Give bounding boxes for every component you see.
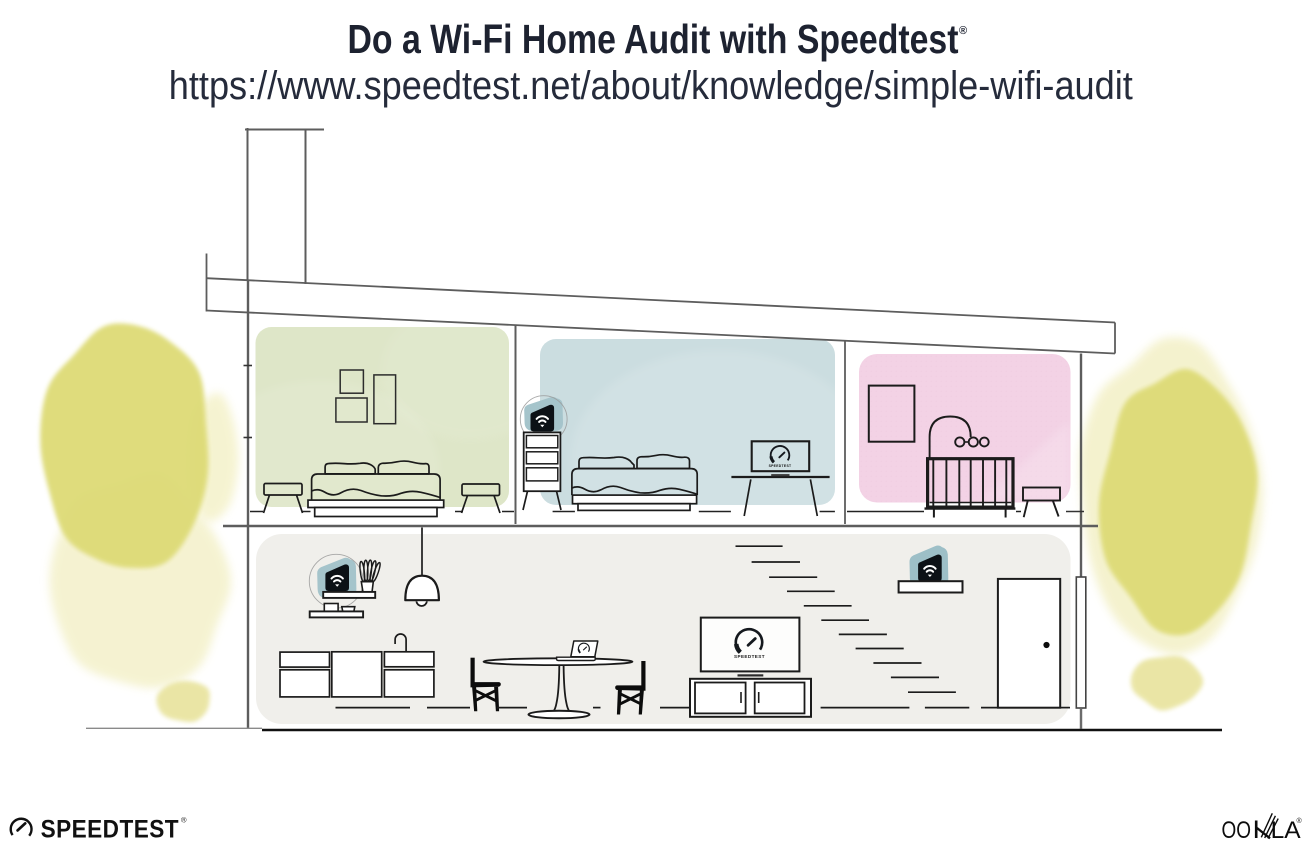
svg-text:SPEEDTEST: SPEEDTEST [769, 464, 792, 468]
svg-text:OO: OO [1222, 817, 1252, 844]
svg-text:®: ® [181, 816, 187, 825]
svg-text:https://www.speedtest.net/abou: https://www.speedtest.net/about/knowledg… [169, 64, 1133, 108]
svg-text:LA: LA [1271, 817, 1301, 844]
svg-text:SPEEDTEST: SPEEDTEST [41, 816, 179, 843]
svg-text:SPEEDTEST: SPEEDTEST [734, 654, 765, 659]
svg-text:®: ® [1297, 817, 1303, 825]
svg-text:Do a Wi-Fi Home Audit with Spe: Do a Wi-Fi Home Audit with Speedtest [348, 16, 959, 62]
svg-text:®: ® [959, 25, 967, 37]
